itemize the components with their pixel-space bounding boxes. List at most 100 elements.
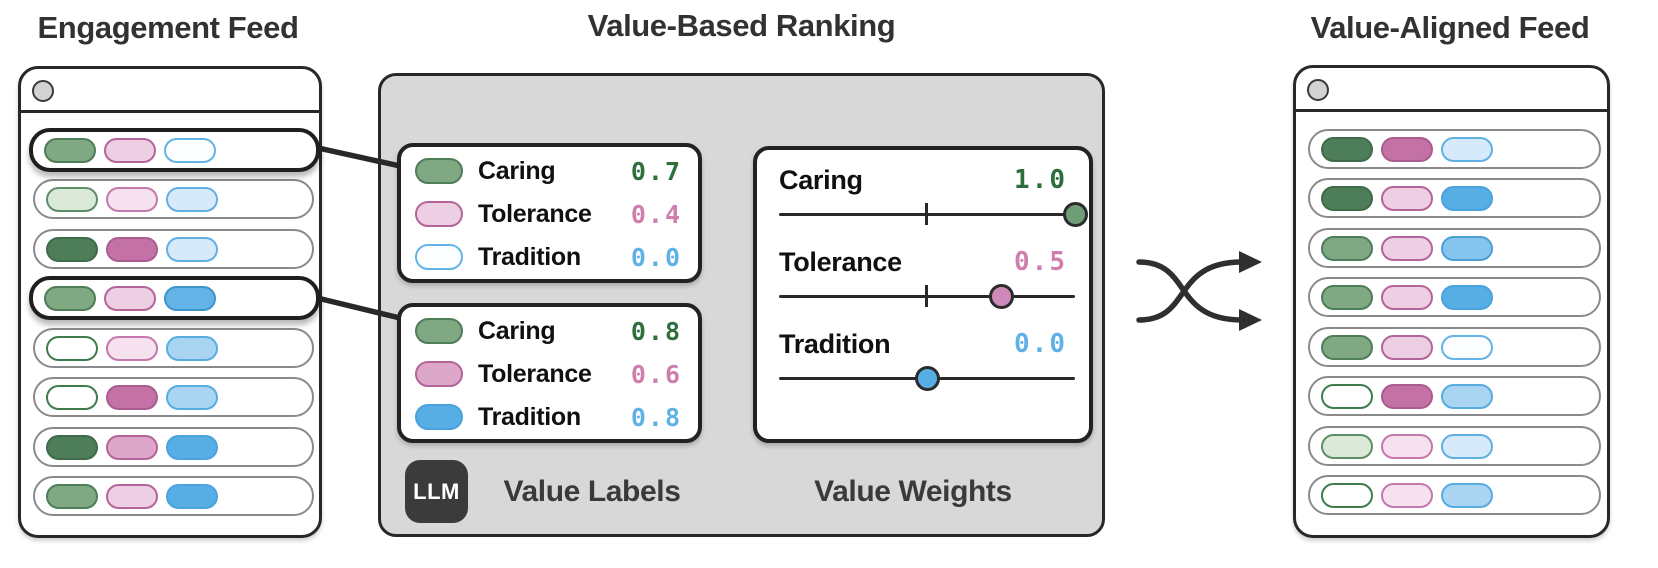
feed-row[interactable] (33, 179, 314, 219)
pill-green-mid (415, 318, 463, 344)
pill-blue-light (166, 384, 218, 410)
pill-blue-mid (164, 285, 216, 311)
value-score: 0.7 (630, 156, 682, 186)
pill-pink-verylight (106, 186, 158, 212)
pill-blue-white (415, 244, 463, 270)
value-name-label: Tradition (478, 242, 581, 271)
llm-chip: LLM (405, 460, 468, 523)
weight-name-label: Tradition (779, 329, 891, 359)
value-score: 0.6 (630, 359, 682, 389)
feed-row[interactable] (33, 476, 314, 516)
value-labels-caption: Value Labels (503, 475, 681, 508)
pill-green-mid (1321, 284, 1373, 310)
pill-blue-strong (415, 404, 463, 430)
pill-pink-light (1381, 185, 1433, 211)
value-score: 0.8 (630, 316, 682, 346)
feed-row[interactable] (1308, 178, 1601, 218)
value-aligned-feed-title: Value-Aligned Feed (1310, 10, 1590, 45)
pill-pink-dark (1381, 136, 1433, 162)
slider-handle[interactable] (988, 284, 1014, 309)
feed-row[interactable] (33, 229, 314, 269)
pill-green-dark (46, 236, 98, 262)
pill-blue-strong (1441, 284, 1493, 310)
pill-blue-verylight (166, 186, 218, 212)
feed-header-divider (1296, 109, 1607, 112)
value-name-label: Tolerance (478, 199, 592, 228)
pill-pink-mid (106, 434, 158, 460)
pill-green-mid (1321, 334, 1373, 360)
value-name-label: Caring (478, 156, 556, 185)
pill-blue-verylight (166, 236, 218, 262)
pill-pink-dark (106, 384, 158, 410)
pill-blue-light (166, 335, 218, 361)
weight-value: 0.5 (1014, 247, 1067, 277)
feed-row[interactable] (33, 377, 314, 417)
pill-pink-light (104, 285, 156, 311)
value-label-row: Tolerance 0.6 (415, 359, 684, 389)
pill-pink-verylight (1381, 482, 1433, 508)
value-name-label: Caring (478, 316, 556, 345)
value-aligned-feed-card (1293, 65, 1610, 538)
feed-row[interactable] (1308, 475, 1601, 515)
slider-handle[interactable] (914, 366, 940, 391)
pill-blue-verylight (1441, 433, 1493, 459)
pill-blue-light (1441, 383, 1493, 409)
feed-row[interactable] (33, 427, 314, 467)
pill-green-outline (46, 335, 98, 361)
pill-blue-white (1441, 334, 1493, 360)
weight-value: 0.0 (1014, 329, 1067, 359)
value-score: 0.4 (630, 199, 682, 229)
engagement-feed-card (18, 66, 322, 538)
pill-pink-light (104, 137, 156, 163)
value-label-row: Tradition 0.0 (415, 242, 684, 272)
value-label-row: Tolerance 0.4 (415, 199, 684, 229)
value-based-ranking-title: Value-Based Ranking (587, 8, 896, 43)
pill-blue-light (1441, 482, 1493, 508)
feed-row[interactable] (1308, 129, 1601, 169)
weight-name-label: Tolerance (779, 247, 902, 277)
pill-green-dark (1321, 185, 1373, 211)
weight-value: 1.0 (1014, 165, 1067, 195)
value-label-row: Caring 0.8 (415, 316, 684, 346)
llm-chip-label: LLM (413, 478, 460, 504)
feed-row[interactable] (33, 328, 314, 368)
feed-row[interactable] (1308, 376, 1601, 416)
pill-pink-light (1381, 235, 1433, 261)
pill-blue-verylight (1441, 136, 1493, 162)
pill-green-mid (46, 483, 98, 509)
feed-row[interactable] (1308, 228, 1601, 268)
pill-green-mid (1321, 235, 1373, 261)
feed-row[interactable] (1308, 327, 1601, 367)
pill-green-outline (46, 384, 98, 410)
pill-green-light (1321, 433, 1373, 459)
feed-row[interactable] (29, 276, 320, 320)
slider-center-tick (925, 285, 928, 307)
pill-blue-strong (166, 483, 218, 509)
pill-pink-mid (415, 361, 463, 387)
window-dot-icon (1307, 79, 1329, 101)
feed-row[interactable] (29, 128, 320, 172)
pill-green-mid (44, 137, 96, 163)
pill-pink-dark (106, 236, 158, 262)
pill-pink-light (1381, 284, 1433, 310)
value-name-label: Tolerance (478, 359, 592, 388)
pill-pink-light (1381, 334, 1433, 360)
feed-row[interactable] (1308, 277, 1601, 317)
pill-green-outline (1321, 482, 1373, 508)
pill-pink-dark (1381, 383, 1433, 409)
value-score: 0.0 (630, 242, 682, 272)
feed-row[interactable] (1308, 426, 1601, 466)
pill-blue-strong (166, 434, 218, 460)
weight-name-label: Caring (779, 165, 863, 195)
slider-center-tick (925, 203, 928, 225)
pill-green-mid (44, 285, 96, 311)
slider-handle[interactable] (1062, 202, 1088, 227)
value-weights-caption: Value Weights (814, 475, 1012, 508)
window-dot-icon (32, 80, 54, 102)
pill-green-mid (415, 158, 463, 184)
